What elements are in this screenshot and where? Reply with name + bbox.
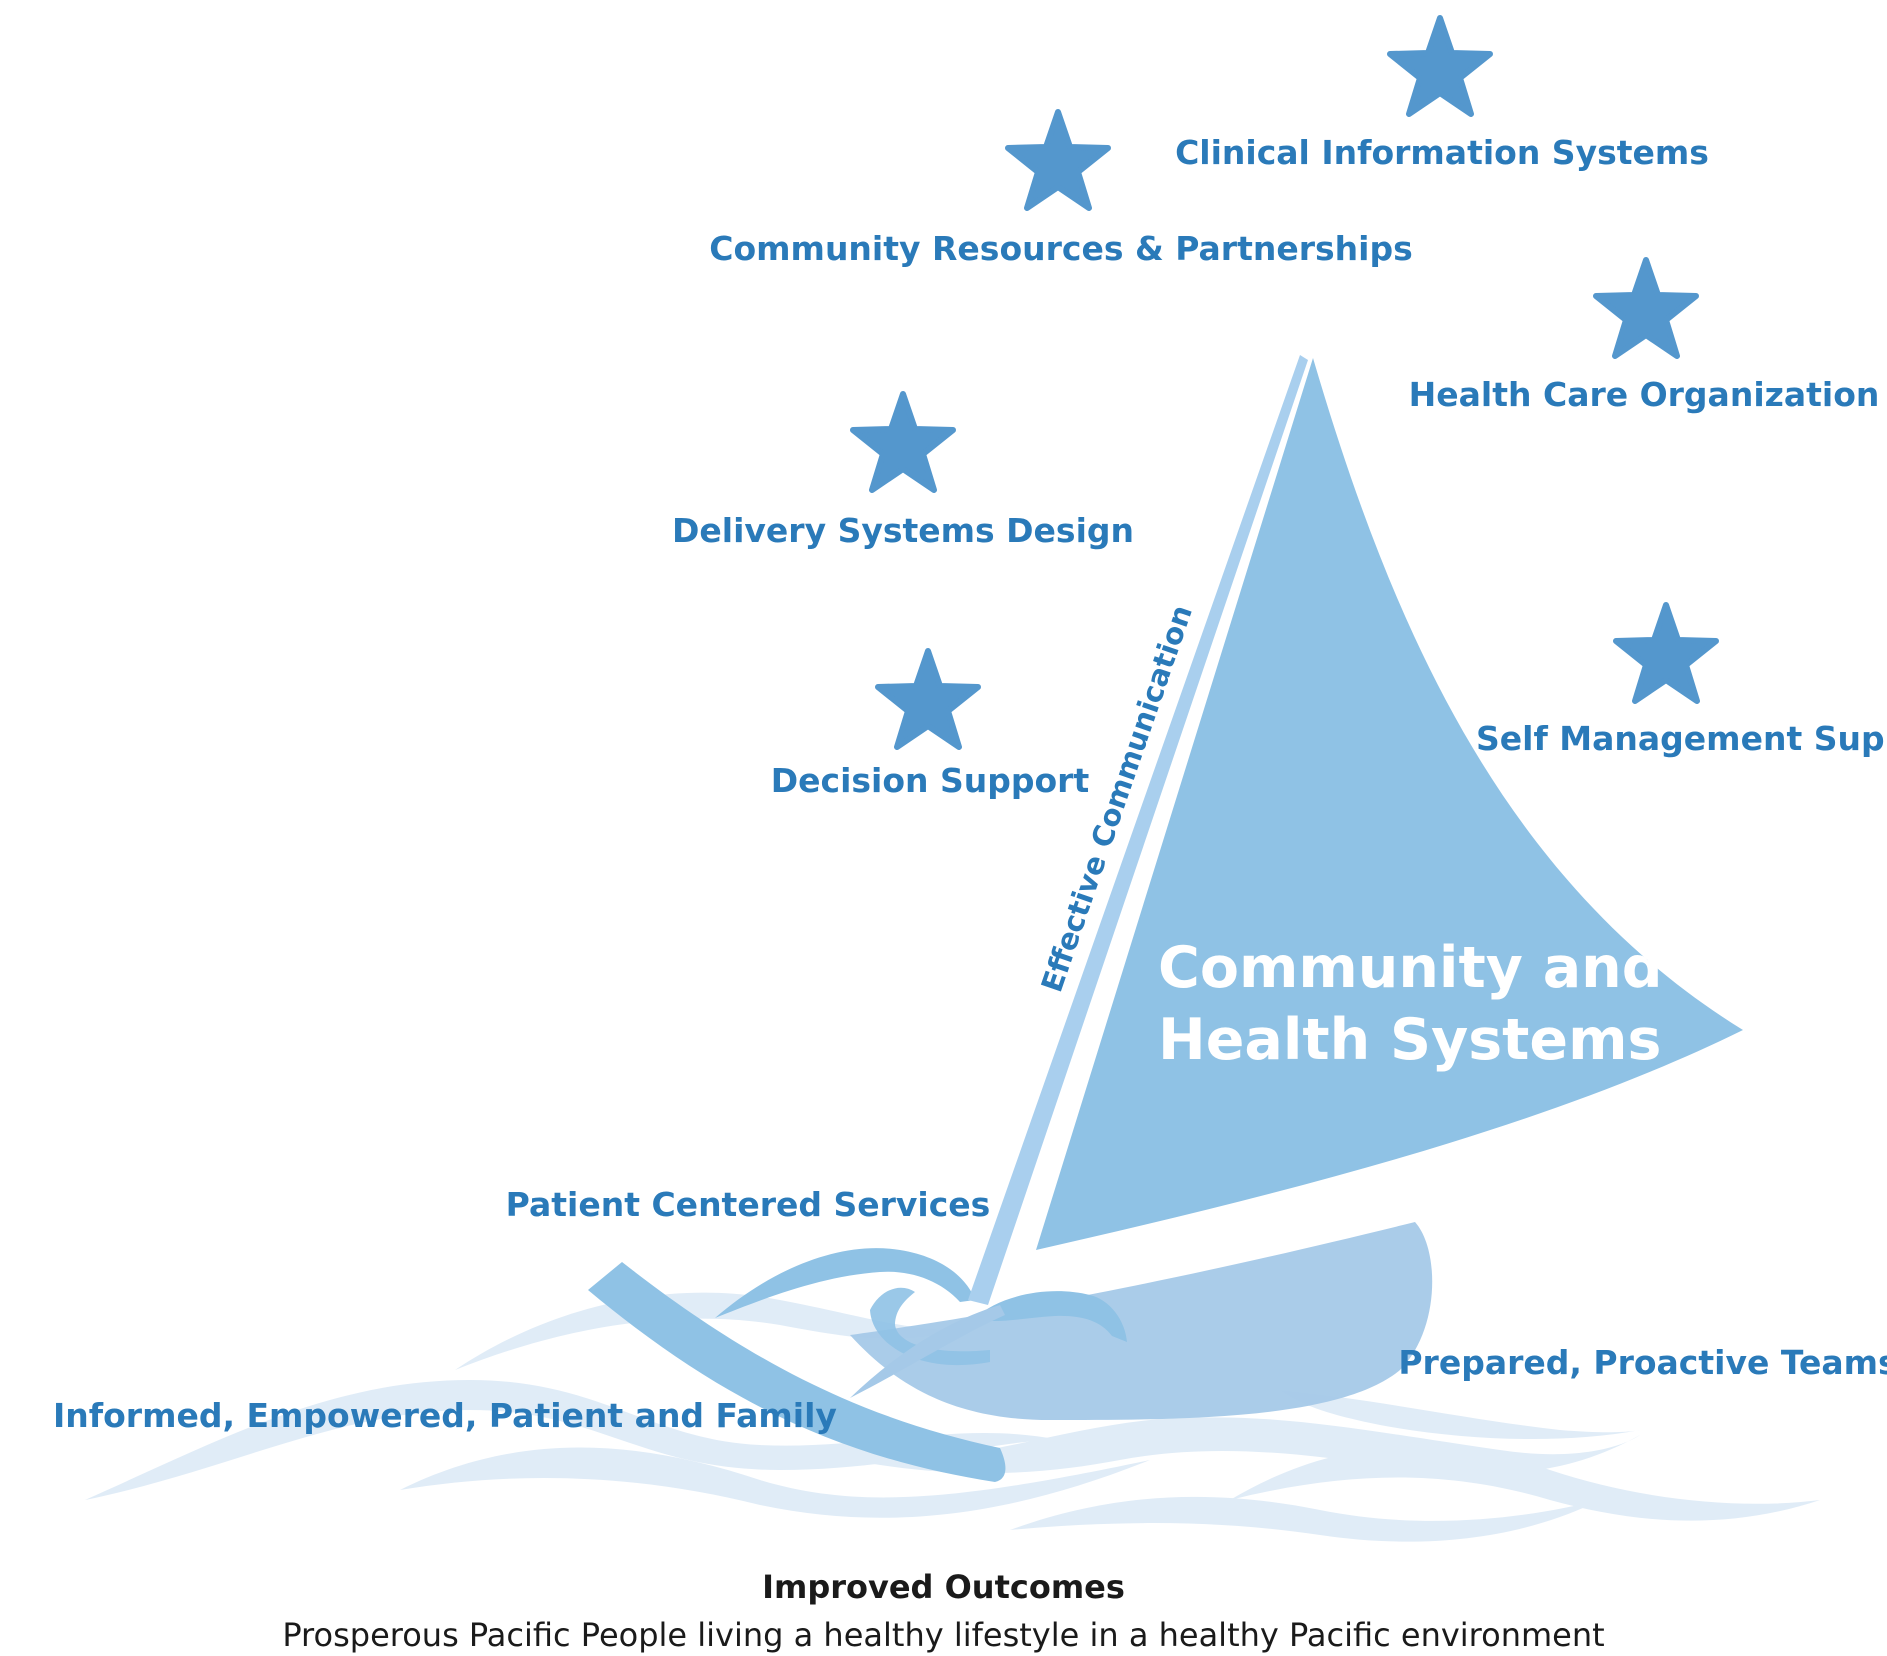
- wave-1: [85, 1380, 1060, 1500]
- sail: [1036, 358, 1743, 1250]
- outrigger-arc-right: [975, 1291, 1127, 1342]
- outrigger-arc-left: [715, 1248, 975, 1318]
- wave-7: [1280, 1390, 1640, 1440]
- community-resources-label: Community Resources & Partnerships: [709, 229, 1412, 268]
- informed-empowered-label: Informed, Empowered, Patient and Family: [53, 1396, 837, 1435]
- outrigger-hook: [870, 1287, 990, 1366]
- star-icon: [853, 394, 953, 490]
- star-icon: [1616, 605, 1716, 701]
- star-icon: [1008, 112, 1108, 208]
- patient-centered-services-label: Patient Centered Services: [506, 1185, 991, 1224]
- mast: [968, 355, 1308, 1305]
- wave-3: [400, 1447, 1150, 1518]
- canoe-hull: [850, 1222, 1433, 1420]
- decision-support-label: Decision Support: [771, 761, 1090, 800]
- self-management-support-label: Self Management Support: [1476, 719, 1887, 758]
- sail-title-line1: Community and: [1158, 935, 1663, 1001]
- wave-5: [1230, 1446, 1820, 1521]
- outrigger-boom: [850, 1305, 1005, 1398]
- wave-2: [455, 1292, 960, 1370]
- star-icon: [878, 651, 978, 747]
- wave-6: [1010, 1496, 1600, 1542]
- prepared-proactive-teams-label: Prepared, Proactive Teams: [1398, 1343, 1887, 1382]
- waves: [85, 1292, 1820, 1542]
- paddle: [588, 1262, 1006, 1482]
- delivery-systems-design-label: Delivery Systems Design: [672, 511, 1134, 550]
- footer-subtitle: Prosperous Pacific People living a healt…: [282, 1616, 1605, 1654]
- sail-title-line2: Health Systems: [1158, 1007, 1661, 1073]
- health-care-organization-label: Health Care Organization: [1409, 375, 1880, 414]
- star-icon: [1596, 260, 1696, 356]
- star-icon: [1390, 18, 1490, 114]
- footer-title: Improved Outcomes: [762, 1568, 1125, 1606]
- clinical-information-systems-label: Clinical Information Systems: [1175, 133, 1709, 172]
